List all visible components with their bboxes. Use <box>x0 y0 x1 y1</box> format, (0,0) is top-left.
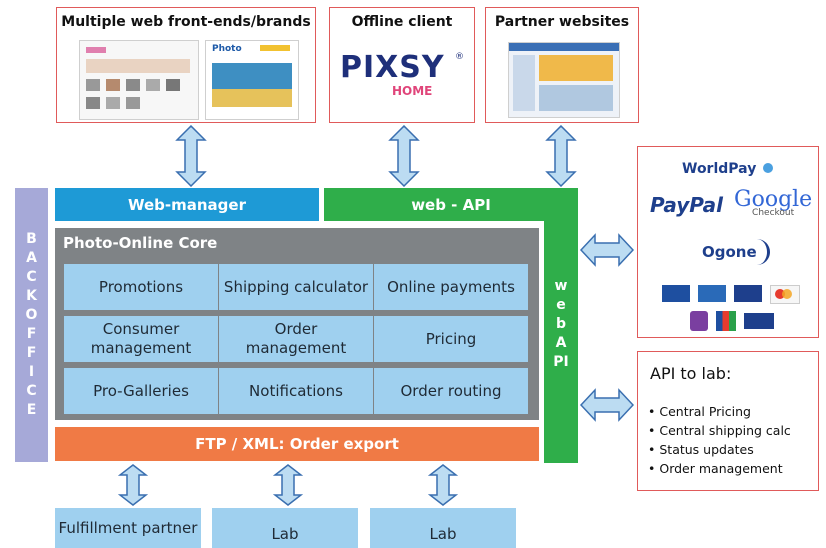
horizontal-double-arrow-icon <box>580 233 634 267</box>
double-arrow-icon <box>175 125 207 187</box>
delta-card-icon <box>698 285 726 302</box>
worldpay-text: WorldPay <box>682 161 757 177</box>
partner-website-screenshot <box>508 42 620 118</box>
mastercard-icon <box>770 285 800 304</box>
lab-api-item: • Status updates <box>648 442 754 457</box>
lab-api-title: API to lab: <box>650 364 732 383</box>
front-ends-box: Multiple web front-ends/brands Photo <box>56 7 316 123</box>
horizontal-double-arrow-icon <box>580 388 634 422</box>
web-api-bar: web - API <box>324 188 578 221</box>
lab-api-item: • Central Pricing <box>648 404 751 419</box>
ogone-logo: Ogone <box>700 239 770 265</box>
lab-api-list: • Central Pricing • Central shipping cal… <box>648 402 791 478</box>
offline-client-title: Offline client <box>351 14 453 30</box>
double-arrow-icon <box>118 464 148 506</box>
google-checkout-logo: Google Checkout <box>734 187 812 218</box>
visa-card-icon <box>662 285 690 302</box>
google-text: Google <box>734 187 813 212</box>
maestro-card-icon <box>744 313 774 329</box>
double-arrow-icon <box>428 464 458 506</box>
lab-api-box: API to lab: • Central Pricing • Central … <box>637 351 819 491</box>
lab-box-1: Lab <box>212 508 358 548</box>
lab-api-item: • Order management <box>648 461 783 476</box>
photo-brand-label: Photo <box>212 44 242 54</box>
core-module-shipping-calculator: Shipping calculator <box>219 264 373 310</box>
double-arrow-icon <box>273 464 303 506</box>
website-screenshot-2: Photo <box>205 40 299 120</box>
partner-websites-box: Partner websites <box>485 7 639 123</box>
card-logos-row-2 <box>690 311 780 331</box>
offline-client-box: Offline client PIXSY ® HOME <box>329 7 475 123</box>
electron-card-icon <box>734 285 762 302</box>
paypal-logo: PayPal <box>650 193 724 217</box>
web-manager-bar: Web-manager <box>55 188 319 221</box>
pixsy-logo-text: PIXSY <box>340 50 445 85</box>
core-module-promotions: Promotions <box>64 264 218 310</box>
solo-card-icon <box>690 311 708 331</box>
pixsy-logo: PIXSY ® HOME <box>340 50 466 100</box>
website-screenshot-1 <box>79 40 199 120</box>
payment-providers-box: WorldPay PayPal Google Checkout Ogone <box>637 146 819 338</box>
lab-box-2: Lab <box>370 508 516 548</box>
front-ends-title: Multiple web front-ends/brands <box>61 14 311 30</box>
core-module-online-payments: Online payments <box>374 264 528 310</box>
jcb-card-icon <box>716 311 736 331</box>
double-arrow-icon <box>388 125 420 187</box>
core-module-order-management: Order management <box>219 316 373 362</box>
google-checkout-text: Checkout <box>752 208 795 218</box>
pixsy-logo-sub: HOME <box>392 84 433 98</box>
lab-api-item: • Central shipping calc <box>648 423 791 438</box>
worldpay-globe-icon <box>763 163 774 173</box>
core-module-pricing: Pricing <box>374 316 528 362</box>
card-logos-row-1 <box>662 285 802 304</box>
core-module-pro-galleries: Pro-Galleries <box>64 368 218 414</box>
core-title: Photo-Online Core <box>63 234 218 252</box>
partner-websites-title: Partner websites <box>494 14 630 30</box>
double-arrow-icon <box>545 125 577 187</box>
core-module-notifications: Notifications <box>219 368 373 414</box>
worldpay-logo: WorldPay <box>682 161 774 177</box>
fulfillment-partner-box: Fulfillment partner <box>55 508 201 548</box>
core-module-order-routing: Order routing <box>374 368 528 414</box>
photo-online-core: Photo-Online Core Promotions Shipping ca… <box>55 228 539 420</box>
core-module-consumer-management: Consumer management <box>64 316 218 362</box>
pixsy-logo-mark: ® <box>455 52 464 62</box>
order-export-bar: FTP / XML: Order export <box>55 427 539 461</box>
